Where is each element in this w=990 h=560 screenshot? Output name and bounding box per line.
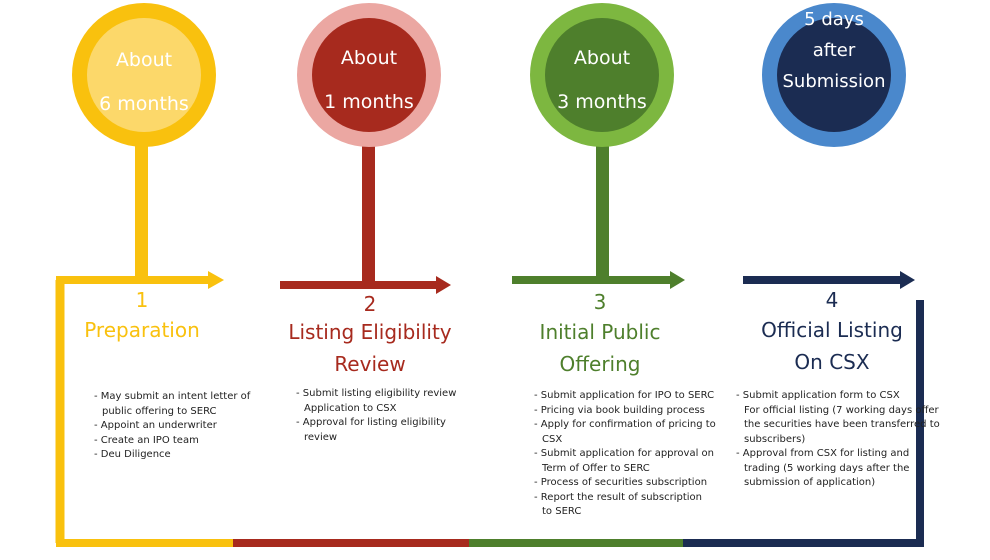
duration-line: 3 months — [557, 91, 647, 113]
step-4-title: Official Listing On CSX — [722, 314, 942, 378]
step-2-tasks: - Submit listing eligibility review Appl… — [294, 387, 456, 445]
title-line: Official Listing — [761, 318, 903, 342]
task-item: - Submit application for approval on Ter… — [534, 448, 714, 474]
circle-2-inner — [312, 18, 426, 132]
task-item: - Submit application for IPO to SERC — [534, 390, 715, 401]
step-3-number: 3 — [593, 290, 607, 314]
task-item: - Approval for listing eligibility revie… — [296, 417, 446, 443]
task-item: - Submit application form to CSX For off… — [736, 390, 940, 445]
task-item: - Process of securities subscription — [534, 477, 708, 488]
task-item: - Approval from CSX for listing and trad… — [736, 448, 910, 488]
duration-line: About — [115, 49, 173, 71]
arrowhead-4 — [900, 271, 915, 289]
step-3-duration: About 3 months — [542, 36, 662, 124]
title-line: On CSX — [794, 350, 870, 374]
step-4-duration: 5 days after Submission — [774, 4, 894, 97]
stem-3 — [596, 140, 609, 282]
step-2-number: 2 — [363, 292, 377, 316]
step-3-title: Initial Public Offering — [490, 316, 710, 380]
title-line: Offering — [559, 352, 641, 376]
arrowhead-2 — [436, 276, 451, 294]
stem-1 — [135, 140, 148, 282]
title-line: Preparation — [84, 318, 200, 342]
arrowhead-1 — [208, 271, 224, 289]
duration-line: 5 days — [804, 9, 864, 30]
step-3-tasks: - Submit application for IPO to SERC - P… — [532, 389, 716, 520]
step-4-number: 4 — [825, 288, 839, 312]
duration-line: Submission — [782, 71, 886, 92]
task-item: - May submit an intent letter of public … — [94, 391, 251, 417]
task-item: - Pricing via book building process — [534, 404, 705, 416]
step-2-title: Listing Eligibility Review — [260, 316, 480, 380]
step-1-duration: About 6 months — [84, 38, 204, 126]
arrowhead-3 — [670, 271, 685, 289]
step-4-tasks: - Submit application form to CSX For off… — [734, 389, 940, 491]
task-item: - Deu Diligence — [94, 449, 171, 460]
task-item: - Report the result of subscription to S… — [534, 491, 702, 518]
task-item: - Create an IPO team — [94, 434, 199, 446]
stem-2 — [362, 140, 375, 286]
duration-line: 1 months — [324, 91, 414, 113]
task-item: - Appoint an underwriter — [94, 420, 217, 431]
circle-3-inner — [545, 18, 659, 132]
step-1-number: 1 — [135, 288, 149, 312]
title-line: Listing Eligibility — [288, 320, 452, 344]
duration-line: 6 months — [99, 93, 189, 115]
step-2-duration: About 1 months — [309, 36, 429, 124]
circle-1-inner — [87, 18, 201, 132]
task-item: - Apply for confirmation of pricing to C… — [534, 419, 716, 445]
step-1-title: Preparation — [32, 314, 252, 346]
duration-line: after — [812, 40, 856, 61]
task-item: - Submit listing eligibility review Appl… — [296, 388, 457, 414]
title-line: Review — [334, 352, 406, 376]
title-line: Initial Public — [539, 320, 661, 344]
circle-4-inner — [777, 18, 891, 132]
duration-line: About — [573, 47, 631, 69]
duration-line: About — [340, 47, 398, 69]
step-1-tasks: - May submit an intent letter of public … — [92, 390, 250, 463]
